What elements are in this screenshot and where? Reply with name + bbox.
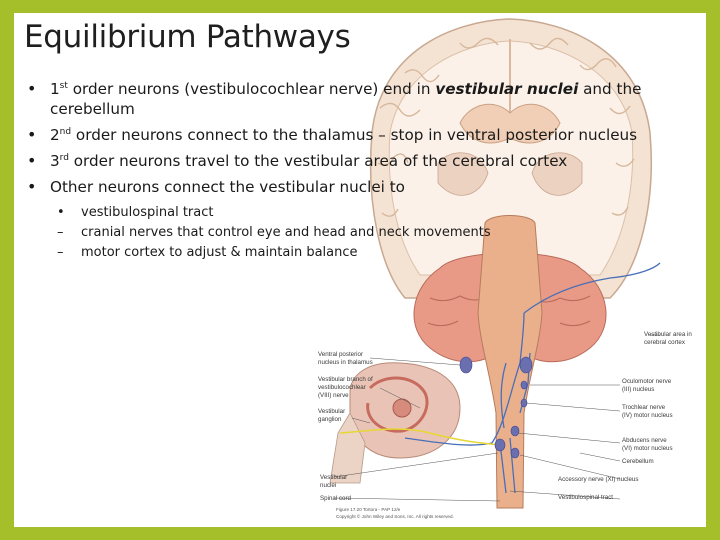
bullet-third-order: •3rd order neurons travel to the vestibu… <box>27 151 568 170</box>
svg-text:(VI) motor nucleus: (VI) motor nucleus <box>622 445 673 452</box>
label-oculomotor-nucleus: Oculomotor nerve <box>622 378 672 385</box>
bullet-first-order: •1st order neurons (vestibulocochlear ne… <box>27 79 642 118</box>
label-vestibular-area: Vestibular area in <box>644 331 692 338</box>
emphasis-vestibular-nuclei: vestibular nuclei <box>435 80 579 98</box>
equilibrium-pathway-figure: Ventral posterior nucleus in thalamus Ve… <box>318 18 692 519</box>
svg-text:nucleus in thalamus: nucleus in thalamus <box>318 359 373 366</box>
svg-text:ganglion: ganglion <box>318 416 342 423</box>
bullet-marker: • <box>27 79 37 98</box>
slide-title: Equilibrium Pathways <box>24 19 351 55</box>
label-leader-lines <box>333 334 660 502</box>
bottom-labels: Vestibular nuclei Spinal cord <box>320 474 352 502</box>
label-vestibular-ganglion: Vestibular <box>318 408 345 415</box>
sub-bullet-motor-cortex: –motor cortex to adjust & maintain balan… <box>57 245 358 260</box>
sub-bullet-cranial-nerves: –cranial nerves that control eye and hea… <box>57 225 491 240</box>
bullet-second-order: •2nd order neurons connect to the thalam… <box>27 125 638 144</box>
bullet-other-neurons: •Other neurons connect the vestibular nu… <box>27 177 405 196</box>
label-accessory-nucleus: Accessory nerve (XI) nucleus <box>558 476 638 483</box>
bullet-list: •1st order neurons (vestibulocochlear ne… <box>24 79 664 263</box>
figure-credit: Figure 17.20 Tortora - PAP 12/e <box>336 507 401 512</box>
svg-text:(III) nucleus: (III) nucleus <box>622 386 654 393</box>
svg-text:vestibulocochlear: vestibulocochlear <box>318 384 366 391</box>
svg-text:cerebral cortex: cerebral cortex <box>644 339 686 346</box>
svg-text:nuclei: nuclei <box>320 482 336 489</box>
right-labels: Vestibular area in cerebral cortex Oculo… <box>558 331 692 501</box>
bullet-marker: • <box>27 151 37 170</box>
svg-text:(IV) motor nucleus: (IV) motor nucleus <box>622 412 673 419</box>
label-spinal-cord: Spinal cord <box>320 495 352 502</box>
label-trochlear-nucleus: Trochlear nerve <box>622 404 666 411</box>
label-cerebellum: Cerebellum <box>622 458 654 465</box>
slide: Ventral posterior nucleus in thalamus Ve… <box>14 13 706 527</box>
label-abducens-nucleus: Abducens nerve <box>622 437 667 444</box>
svg-text:(VIII) nerve: (VIII) nerve <box>318 392 349 399</box>
label-vestibular-nuclei: Vestibular <box>320 474 347 481</box>
label-vestibulospinal-tract: Vestibulospinal tract <box>558 494 613 501</box>
figure-copyright: Copyright © John Wiley and Sons, Inc. Al… <box>336 513 454 519</box>
bullet-marker: • <box>27 177 37 196</box>
label-vestibular-branch: Vestibular branch of <box>318 376 373 383</box>
bullet-marker: • <box>27 125 37 144</box>
sub-bullet-vestibulospinal: •vestibulospinal tract <box>57 205 214 220</box>
left-labels: Ventral posterior nucleus in thalamus Ve… <box>318 351 373 423</box>
nuclei-markers <box>459 356 533 459</box>
brain-illustration <box>329 18 652 509</box>
label-ventral-posterior-nucleus: Ventral posterior <box>318 351 363 358</box>
vestibular-nerve-fibers <box>339 428 501 446</box>
vestibular-pathway-lines <box>404 262 661 494</box>
